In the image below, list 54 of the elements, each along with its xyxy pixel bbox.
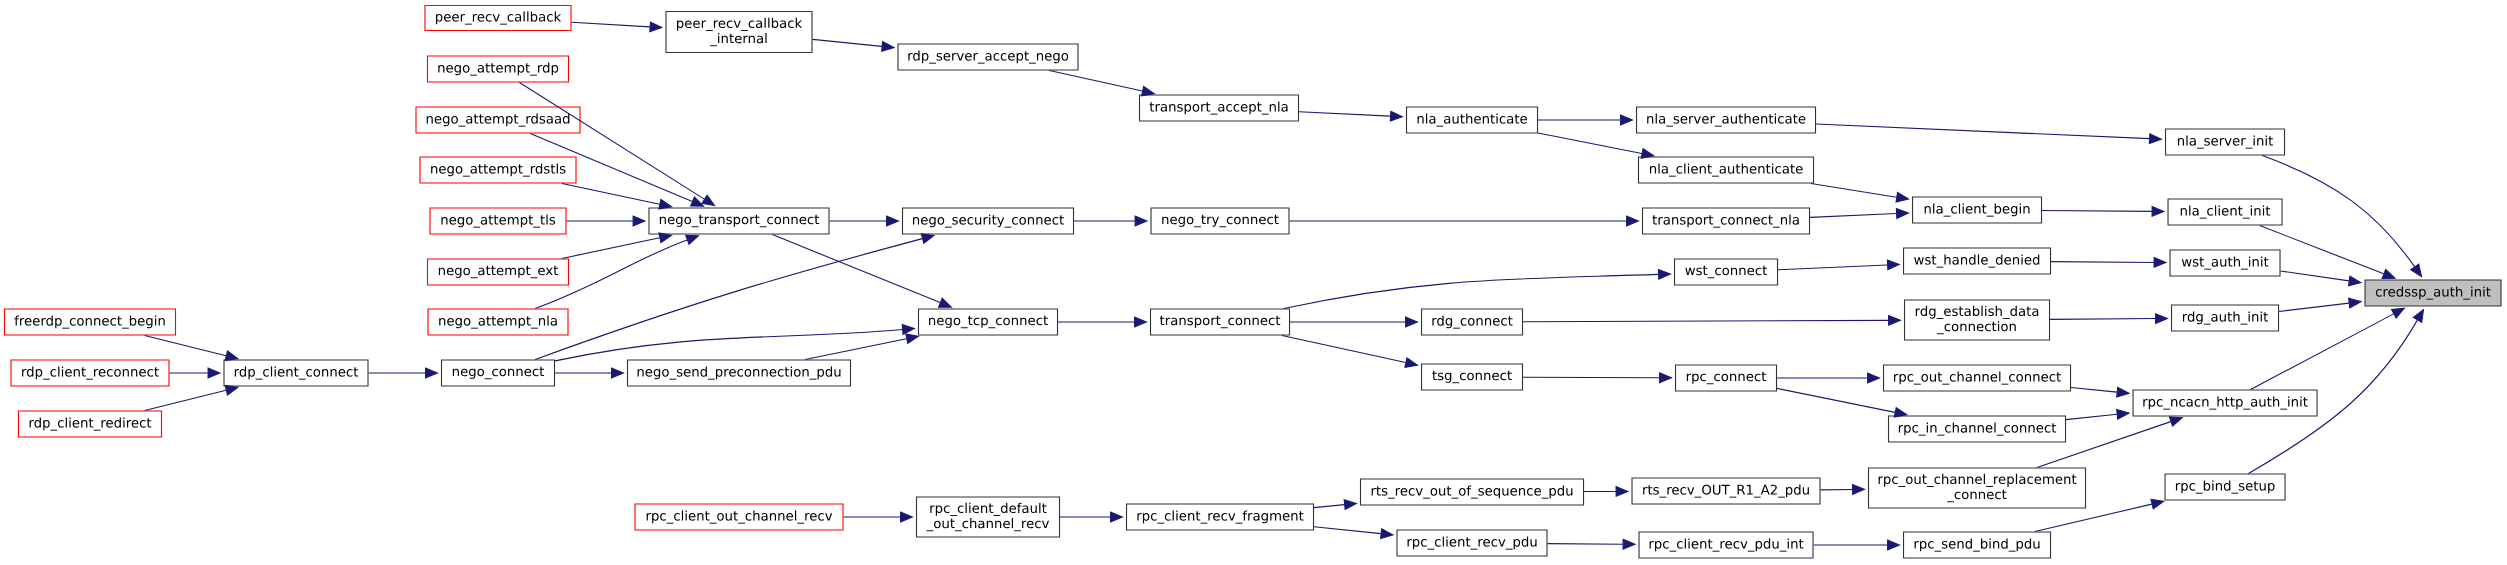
function-box: rpc_client_recv_fragment bbox=[1125, 503, 1315, 531]
function-box: transport_connect_nla bbox=[1641, 207, 1811, 235]
function-box: wst_connect bbox=[1673, 258, 1779, 286]
function-box: nego_security_connect bbox=[901, 207, 1075, 235]
function-box: rdg_auth_init bbox=[2170, 304, 2280, 332]
function-box: transport_accept_nla bbox=[1138, 94, 1300, 122]
function-box: nla_authenticate bbox=[1405, 106, 1539, 134]
function-box: transport_connect bbox=[1149, 308, 1291, 336]
function-box: rpc_ncacn_http_auth_init bbox=[2132, 389, 2318, 417]
function-box: rpc_client_default _out_channel_recv bbox=[915, 496, 1061, 538]
function-box: nego_send_preconnection_pdu bbox=[626, 359, 852, 387]
function-box: wst_handle_denied bbox=[1902, 247, 2052, 275]
function-box: peer_recv_callback _internal bbox=[665, 10, 813, 54]
function-box: rpc_client_recv_pdu bbox=[1396, 529, 1548, 557]
function-box: nego_attempt_rdp bbox=[426, 55, 570, 83]
function-box: nla_server_init bbox=[2164, 128, 2286, 156]
function-box: rts_recv_out_of_sequence_pdu bbox=[1359, 478, 1585, 506]
arrow bbox=[2261, 155, 2423, 278]
function-box: rdp_client_connect bbox=[223, 359, 369, 387]
function-box: credssp_auth_init bbox=[2364, 279, 2502, 307]
function-box: tsg_connect bbox=[1420, 363, 1524, 391]
function-box: wst_auth_init bbox=[2169, 249, 2281, 277]
function-box: nego_try_connect bbox=[1150, 207, 1290, 235]
function-box: freerdp_connect_begin bbox=[3, 308, 177, 336]
function-box: nla_client_authenticate bbox=[1637, 156, 1815, 184]
function-box: rdp_client_reconnect bbox=[10, 359, 170, 387]
function-box: nego_attempt_rdstls bbox=[419, 156, 577, 184]
function-box: rdp_client_redirect bbox=[17, 410, 163, 438]
function-box: rpc_send_bind_pdu bbox=[1902, 531, 2052, 559]
function-box: nego_attempt_nla bbox=[427, 308, 569, 336]
function-box: rdg_establish_data _connection bbox=[1903, 299, 2051, 341]
arrow bbox=[561, 183, 673, 210]
function-box: nla_server_authenticate bbox=[1635, 106, 1817, 134]
function-box: nego_transport_connect bbox=[648, 207, 830, 235]
function-box: rdp_server_accept_nego bbox=[897, 43, 1079, 71]
function-box: rpc_out_channel_replacement _connect bbox=[1867, 467, 2087, 509]
function-box: peer_recv_callback bbox=[424, 4, 572, 32]
function-box: rts_recv_OUT_R1_A2_pdu bbox=[1631, 477, 1821, 505]
function-box: nego_attempt_tls bbox=[429, 207, 567, 235]
function-box: nego_connect bbox=[440, 359, 556, 387]
function-box: nego_tcp_connect bbox=[917, 308, 1059, 336]
function-box: rpc_out_channel_connect bbox=[1882, 364, 2072, 392]
function-box: nego_attempt_rdsaad bbox=[415, 106, 581, 134]
function-box: rpc_bind_setup bbox=[2164, 473, 2286, 501]
arrow bbox=[561, 232, 673, 259]
function-box: nla_client_begin bbox=[1911, 196, 2043, 224]
function-box: rdg_connect bbox=[1420, 308, 1524, 336]
function-box: rpc_in_channel_connect bbox=[1887, 415, 2067, 443]
function-box: rpc_client_out_channel_recv bbox=[634, 503, 844, 531]
function-box: rpc_connect bbox=[1674, 364, 1778, 392]
function-box: nego_attempt_ext bbox=[426, 258, 570, 286]
function-box: nla_client_init bbox=[2167, 198, 2283, 226]
arrow bbox=[518, 82, 716, 207]
function-box: rpc_client_recv_pdu_int bbox=[1638, 531, 1814, 559]
